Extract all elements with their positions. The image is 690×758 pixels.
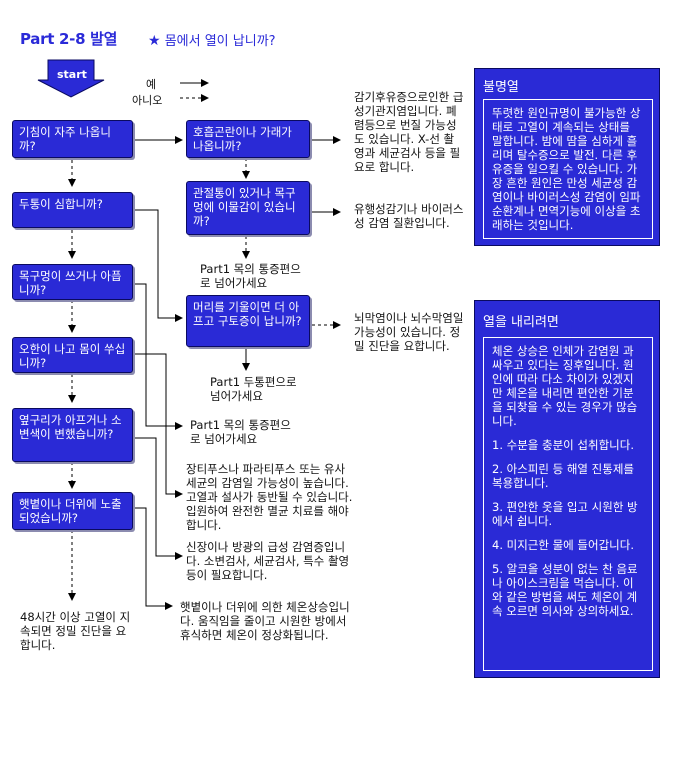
panel-title: 열을 내리려면 — [483, 315, 559, 330]
question-label: 오한이 나고 몸이 쑤십니까? — [19, 342, 126, 370]
question-box-throat: 목구멍이 쓰거나 아픕니까? — [12, 264, 133, 300]
panel-text: 뚜렷한 원인규명이 불가능한 상태로 고열이 계속되는 상태를 말합니다. 밤에… — [492, 106, 641, 232]
question-box-urine: 옆구리가 아프거나 소변색이 변했습니까? — [12, 408, 133, 462]
question-label: 머리를 기울이면 더 아프고 구토증이 납니까? — [193, 300, 302, 328]
panel-unknown-fever: 불명열 뚜렷한 원인규명이 불가능한 상태로 고열이 계속되는 상태를 말합니다… — [474, 68, 660, 246]
note-throat-1: Part1 목의 통증편으로 넘어가세요 — [200, 262, 301, 290]
question-box-joint: 관절통이 있거나 목구멍에 이물감이 있습니까? — [186, 181, 310, 235]
legend-yes: 예 — [146, 78, 157, 91]
panel-body: 체온 상승은 인체가 감염원 과 싸우고 있다는 징후입니다. 원인에 따라 다… — [483, 337, 653, 671]
question-label: 목구멍이 쓰거나 아픕니까? — [19, 269, 122, 297]
note-headache: Part1 두통편으로 넘어가세요 — [210, 375, 297, 403]
question-box-heat: 햇볕이나 더위에 노출되었습니까? — [12, 492, 133, 530]
start-label: start — [57, 68, 87, 81]
question-label: 기침이 자주 나옵니까? — [19, 125, 111, 153]
subtitle-text: 몸에서 열이 납니까? — [164, 34, 276, 49]
question-label: 햇볕이나 더위에 노출되었습니까? — [19, 497, 122, 525]
list-item: 5. 알코올 성분이 없는 찬 음료나 아이스크림을 먹습니다. 이와 같은 방… — [492, 562, 638, 618]
question-box-chills: 오한이 나고 몸이 쑤십니까? — [12, 337, 133, 373]
panel-reduce-fever: 열을 내리려면 체온 상승은 인체가 감염원 과 싸우고 있다는 징후입니다. … — [474, 300, 660, 678]
question-box-vomit: 머리를 기울이면 더 아프고 구토증이 납니까? — [186, 295, 310, 347]
question-label: 관절통이 있거나 목구멍에 이물감이 있습니까? — [193, 186, 296, 228]
result-meningitis: 뇌막염이나 뇌수막염일 가능성이 있습니다. 정밀 진단을 요합니다. — [354, 311, 464, 353]
result-kidney: 신장이나 방광의 급성 감염증입니다. 소변검사, 세균검사, 특수 촬영 등이… — [186, 540, 350, 582]
panel-title: 불명열 — [483, 80, 519, 95]
star-icon: ★ — [148, 33, 161, 49]
panel-body: 뚜렷한 원인규명이 불가능한 상태로 고열이 계속되는 상태를 말합니다. 밤에… — [483, 99, 653, 239]
final-note: 48시간 이상 고열이 지속되면 정밀 진단을 요합니다. — [20, 610, 131, 652]
list-item: 4. 미지근한 물에 들어갑니다. — [492, 538, 634, 552]
question-label: 호흡곤란이나 가래가 나옵니까? — [193, 125, 292, 153]
list-item: 2. 아스피린 등 해열 진통제를 복용합니다. — [492, 462, 634, 490]
list-item: 3. 편안한 옷을 입고 시원한 방에서 쉽니다. — [492, 500, 638, 528]
result-typhoid: 장티푸스나 파라티푸스 또는 유사 세균의 감염일 가능성이 높습니다. 고열과… — [186, 462, 353, 532]
result-bronchitis: 감기후유증으로인한 급성기관지염입니다. 폐렴등으로 번질 가능성도 있습니다.… — [354, 90, 464, 174]
question-box-breathing: 호흡곤란이나 가래가 나옵니까? — [186, 120, 310, 158]
question-box-cough: 기침이 자주 나옵니까? — [12, 120, 133, 158]
panel-intro: 체온 상승은 인체가 감염원 과 싸우고 있다는 징후입니다. 원인에 따라 다… — [492, 344, 638, 428]
result-flu: 유행성감기나 바이러스성 감염 질환입니다. — [354, 202, 464, 230]
page-subtitle: ★ 몸에서 열이 납니까? — [148, 30, 276, 49]
question-label: 옆구리가 아프거나 소변색이 변했습니까? — [19, 413, 122, 441]
page-title: Part 2-8 발열 — [20, 30, 118, 48]
legend-no: 아니오 — [132, 94, 163, 107]
question-box-headache: 두통이 심합니까? — [12, 192, 133, 228]
note-throat-2: Part1 목의 통증편으로 넘어가세요 — [190, 418, 291, 446]
result-heatstroke: 햇볕이나 더위에 의한 체온상승입니다. 움직임을 줄이고 시원한 방에서 휴식… — [180, 600, 350, 642]
start-arrow-icon — [37, 59, 105, 98]
list-item: 1. 수분을 충분이 섭취합니다. — [492, 438, 634, 452]
question-label: 두통이 심합니까? — [19, 197, 103, 211]
start-arrow: start — [36, 58, 106, 102]
